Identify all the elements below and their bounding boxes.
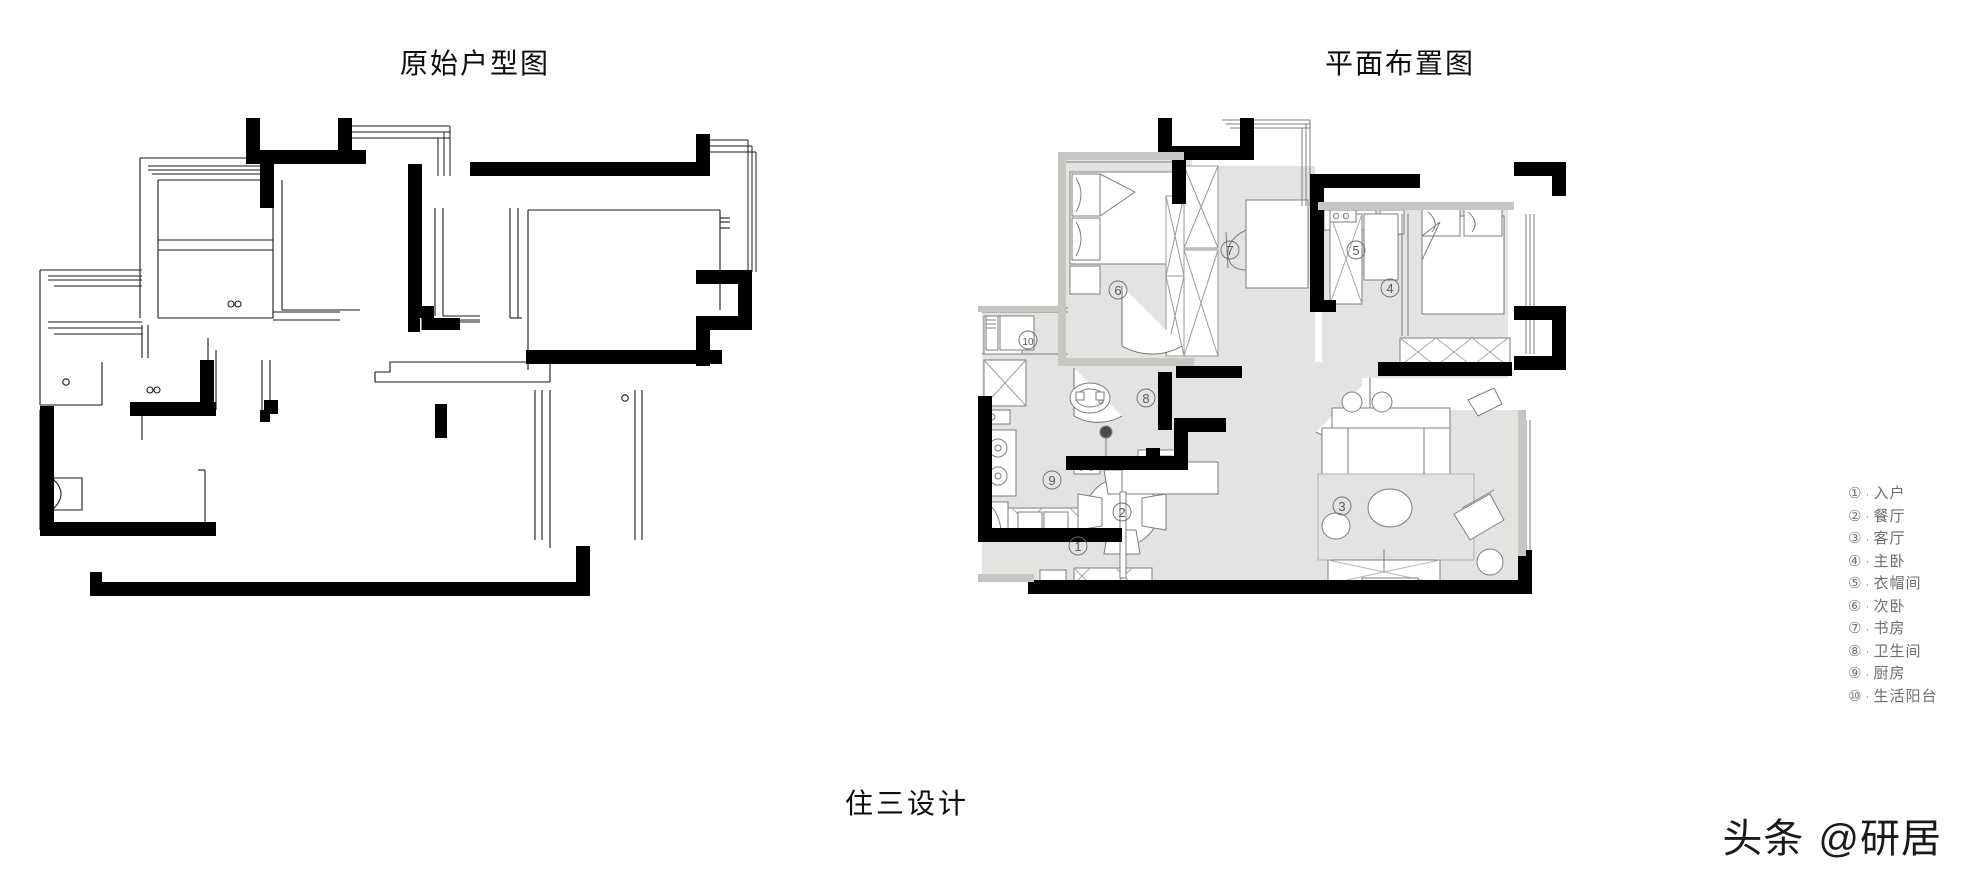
legend-item-bathroom: ⑧ · 卫生间 [1848,644,1937,659]
svg-text:3: 3 [1338,499,1345,514]
legend-label: 餐厅 [1873,507,1906,525]
legend-number: ⑦ [1848,620,1862,637]
legend-number: ⑩ [1848,687,1862,705]
legend-separator: · [1865,531,1870,546]
svg-text:1: 1 [1074,539,1081,554]
room-marker-second-bedroom: 6 [1108,280,1128,300]
studio-name: 住三设计 [845,788,970,819]
legend-label: 衣帽间 [1873,575,1922,592]
legend-item-second-bedroom: ⑥ · 次卧 [1848,599,1937,614]
svg-text:10: 10 [1022,337,1034,348]
legend-item-study: ⑦ · 书房 [1848,621,1937,636]
legend-separator: · [1865,689,1870,703]
legend-item-walk-in-closet: ⑤ · 衣帽间 [1848,576,1937,591]
watermark-brand: 头条 [1722,817,1805,861]
room-marker-study: 7 [1220,240,1240,260]
legend-separator: · [1865,621,1870,636]
svg-text:6: 6 [1114,283,1121,298]
room-marker-bathroom: 8 [1136,388,1156,408]
room-marker-master-bedroom: 4 [1380,278,1400,298]
legend-number: ⑨ [1848,665,1862,682]
legend-label: 主卧 [1873,552,1906,570]
legend-label: 书房 [1873,620,1906,637]
svg-text:2: 2 [1118,505,1125,520]
legend-number: ⑧ [1848,642,1862,660]
svg-text:9: 9 [1048,473,1055,488]
legend-label: 客厅 [1873,530,1906,547]
legend-separator: · [1865,509,1870,523]
watermark: 头条 @研居 [1722,806,1942,864]
legend-number: ① [1848,485,1862,502]
legend-label: 次卧 [1873,597,1906,615]
legend-item-service-balcony: ⑩ · 生活阳台 [1848,689,1937,704]
legend-separator: · [1865,666,1870,681]
room-marker-closet: 5 [1346,240,1366,260]
svg-text:5: 5 [1352,243,1359,258]
svg-text:8: 8 [1142,391,1149,406]
legend-item-dining: ② · 餐厅 [1848,509,1937,524]
legend-item-entry: ① · 入户 [1848,486,1937,501]
page-title-original-plan: 原始户型图 [400,48,551,79]
legend-label: 生活阳台 [1873,687,1938,705]
watermark-handle: @研居 [1818,817,1942,861]
legend-number: ④ [1848,552,1862,570]
legend-separator: · [1865,599,1870,613]
page-title-layout-plan: 平面布置图 [1325,48,1476,79]
legend-separator: · [1865,576,1870,591]
legend-number: ③ [1848,530,1862,547]
svg-text:7: 7 [1226,243,1233,258]
room-marker-living: 3 [1332,496,1352,516]
room-marker-entry: 1 [1068,536,1088,556]
room-marker-dining: 2 [1112,502,1132,522]
legend-separator: · [1865,554,1870,568]
legend-label: 厨房 [1873,665,1906,682]
room-marker-balcony: 10 [1018,330,1038,350]
legend-label: 卫生间 [1873,642,1922,660]
legend-item-master-bedroom: ④ · 主卧 [1848,554,1937,569]
room-legend: ① · 入户 ② · 餐厅 ③ · 客厅 ④ · 主卧 ⑤ · 衣帽间 ⑥ · … [1848,486,1937,704]
legend-label: 入户 [1873,485,1906,502]
original-floor-plan-drawing [30,110,770,610]
legend-item-kitchen: ⑨ · 厨房 [1848,666,1937,681]
layout-floor-plan-drawing: 1 2 3 4 5 6 7 8 9 10 [970,110,1590,610]
legend-number: ② [1848,507,1862,525]
legend-separator: · [1865,644,1870,658]
svg-text:4: 4 [1386,281,1393,296]
legend-number: ⑤ [1848,575,1862,592]
legend-separator: · [1865,486,1870,501]
legend-item-living: ③ · 客厅 [1848,531,1937,546]
legend-number: ⑥ [1848,597,1862,615]
room-marker-kitchen: 9 [1042,470,1062,490]
